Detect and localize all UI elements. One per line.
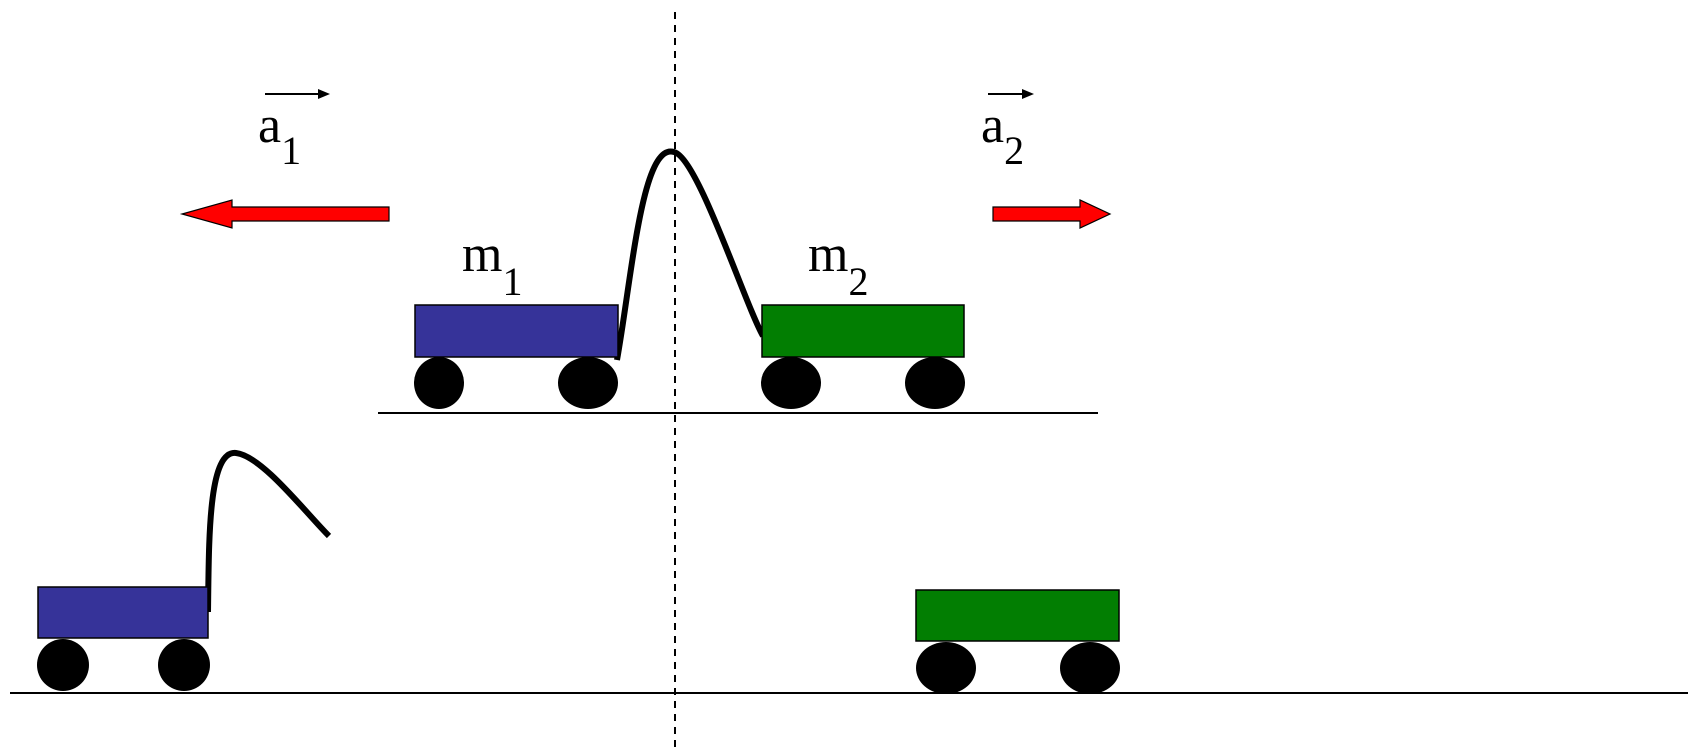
label-a2-subscript: 2 <box>1004 128 1024 173</box>
upper-cart-m2-wheel-right <box>905 357 965 409</box>
upper-spring <box>614 148 766 361</box>
upper-cart-m1-wheel-left <box>414 357 464 409</box>
lower-cart-m1-body <box>37 586 209 639</box>
vector-overline-a2-head <box>1022 89 1034 99</box>
lower-cart-m1-wheel-left <box>37 639 89 691</box>
upper-cart-m2-wheel-left <box>761 357 821 409</box>
lower-cart-m2-wheel-right <box>1060 642 1120 694</box>
acceleration-arrow-right <box>992 199 1112 229</box>
lower-cart-m1-wheel-right <box>158 639 210 691</box>
lower-spring <box>205 450 332 613</box>
label-m1-subscript: 1 <box>502 259 522 304</box>
vector-overline-a1-head <box>318 89 330 99</box>
label-m2-subscript: 2 <box>848 259 868 304</box>
label-m1: m1 <box>462 226 522 304</box>
upper-cart-m1-body <box>414 304 619 358</box>
upper-cart-m1 <box>414 304 619 409</box>
svg-text:a1: a1 <box>258 97 301 173</box>
lower-cart-m1 <box>37 586 210 691</box>
acceleration-arrow-left <box>179 199 390 229</box>
label-a1: a1 <box>258 89 330 173</box>
lower-cart-m2 <box>915 589 1120 694</box>
label-a2-base: a <box>981 97 1004 154</box>
label-m2-base: m <box>808 226 848 283</box>
label-a2: a2 <box>981 89 1034 173</box>
lower-cart-m2-body <box>915 589 1120 642</box>
upper-cart-m2-body <box>761 304 965 358</box>
label-a1-base: a <box>258 97 281 154</box>
label-a1-subscript: 1 <box>281 128 301 173</box>
upper-cart-m1-wheel-right <box>558 357 618 409</box>
label-m2: m2 <box>808 226 868 304</box>
upper-cart-m2 <box>761 304 965 409</box>
label-m1-base: m <box>462 226 502 283</box>
svg-text:a2: a2 <box>981 97 1024 173</box>
lower-cart-m2-wheel-left <box>916 642 976 694</box>
